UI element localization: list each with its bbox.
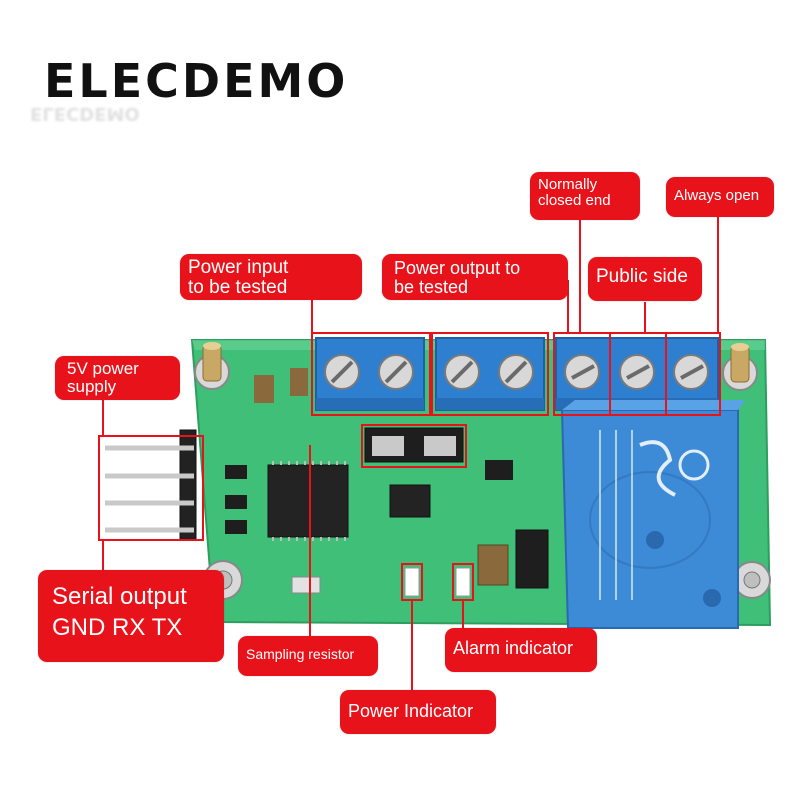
label-power-indicator-text: Power Indicator (348, 701, 474, 721)
label-power-output-line1: Power output to (394, 258, 521, 278)
mounting-post-top-left (194, 342, 230, 390)
label-power-output-line2: be tested (394, 276, 469, 297)
label-serial-line2: GND RX TX (52, 614, 183, 642)
label-always-open-text: Always open (674, 187, 760, 204)
power-led (404, 567, 420, 597)
sampling-resistor-pad-left (372, 436, 404, 456)
label-5v-line2: supply (67, 376, 117, 396)
label-alarm-indicator-text: Alarm indicator (453, 638, 574, 658)
resistor-r8 (291, 576, 321, 594)
label-alarm-indicator: Alarm indicator (445, 628, 597, 672)
label-power-input-line1: Power input (188, 257, 289, 278)
capacitor-c1 (477, 544, 509, 586)
main-ic (267, 461, 349, 541)
bracket-pin-header (98, 435, 204, 541)
pin-header (105, 429, 197, 541)
brand-logo: ELECDEMO (44, 54, 349, 108)
capacitor-c6 (290, 368, 308, 396)
relay-component (560, 400, 745, 629)
label-normally-closed-line2: closed end (538, 191, 611, 209)
mounting-post-top-right (722, 343, 758, 391)
bracket-always-open (665, 332, 721, 416)
bracket-power-input (311, 332, 431, 416)
transistor-q (485, 460, 513, 480)
label-normally-closed-end: Normally closed end (530, 172, 640, 220)
label-power-indicator: Power Indicator (340, 690, 496, 734)
smd-part-2 (225, 495, 247, 509)
diode-d2 (515, 529, 549, 589)
capacitor-c7 (254, 375, 274, 403)
bracket-power-output (431, 332, 549, 416)
mounting-post-bottom-right (733, 561, 771, 599)
label-public-side: Public side (588, 257, 702, 301)
label-5v-line1: 5V power (67, 359, 139, 378)
label-always-open: Always open (666, 177, 774, 217)
smd-part-1 (225, 465, 247, 479)
label-public-side-text: Public side (596, 266, 688, 287)
sampling-resistor-pad-right (424, 436, 456, 456)
label-sampling-resistor: Sampling resistor (238, 636, 378, 676)
label-5v-power-supply: 5V power supply (55, 356, 180, 400)
terminal-block-power-output (435, 337, 545, 411)
label-serial-line1: Serial output (52, 583, 187, 610)
terminal-block-relay (555, 337, 719, 411)
amp-ic (389, 484, 431, 518)
label-serial-output: Serial output GND RX TX (38, 570, 224, 662)
terminal-block-power-input (315, 337, 425, 411)
smd-part-3 (225, 520, 247, 534)
bracket-sampling-resistor (361, 424, 467, 468)
leader-lines (98, 216, 721, 690)
label-normally-closed-line1: Normally (538, 176, 598, 193)
label-power-output: Power output to be tested (382, 254, 568, 300)
label-sampling-resistor-text: Sampling resistor (246, 646, 355, 662)
alarm-led (455, 567, 471, 597)
label-power-input: Power input to be tested (180, 254, 362, 300)
label-power-input-line2: to be tested (188, 276, 288, 298)
